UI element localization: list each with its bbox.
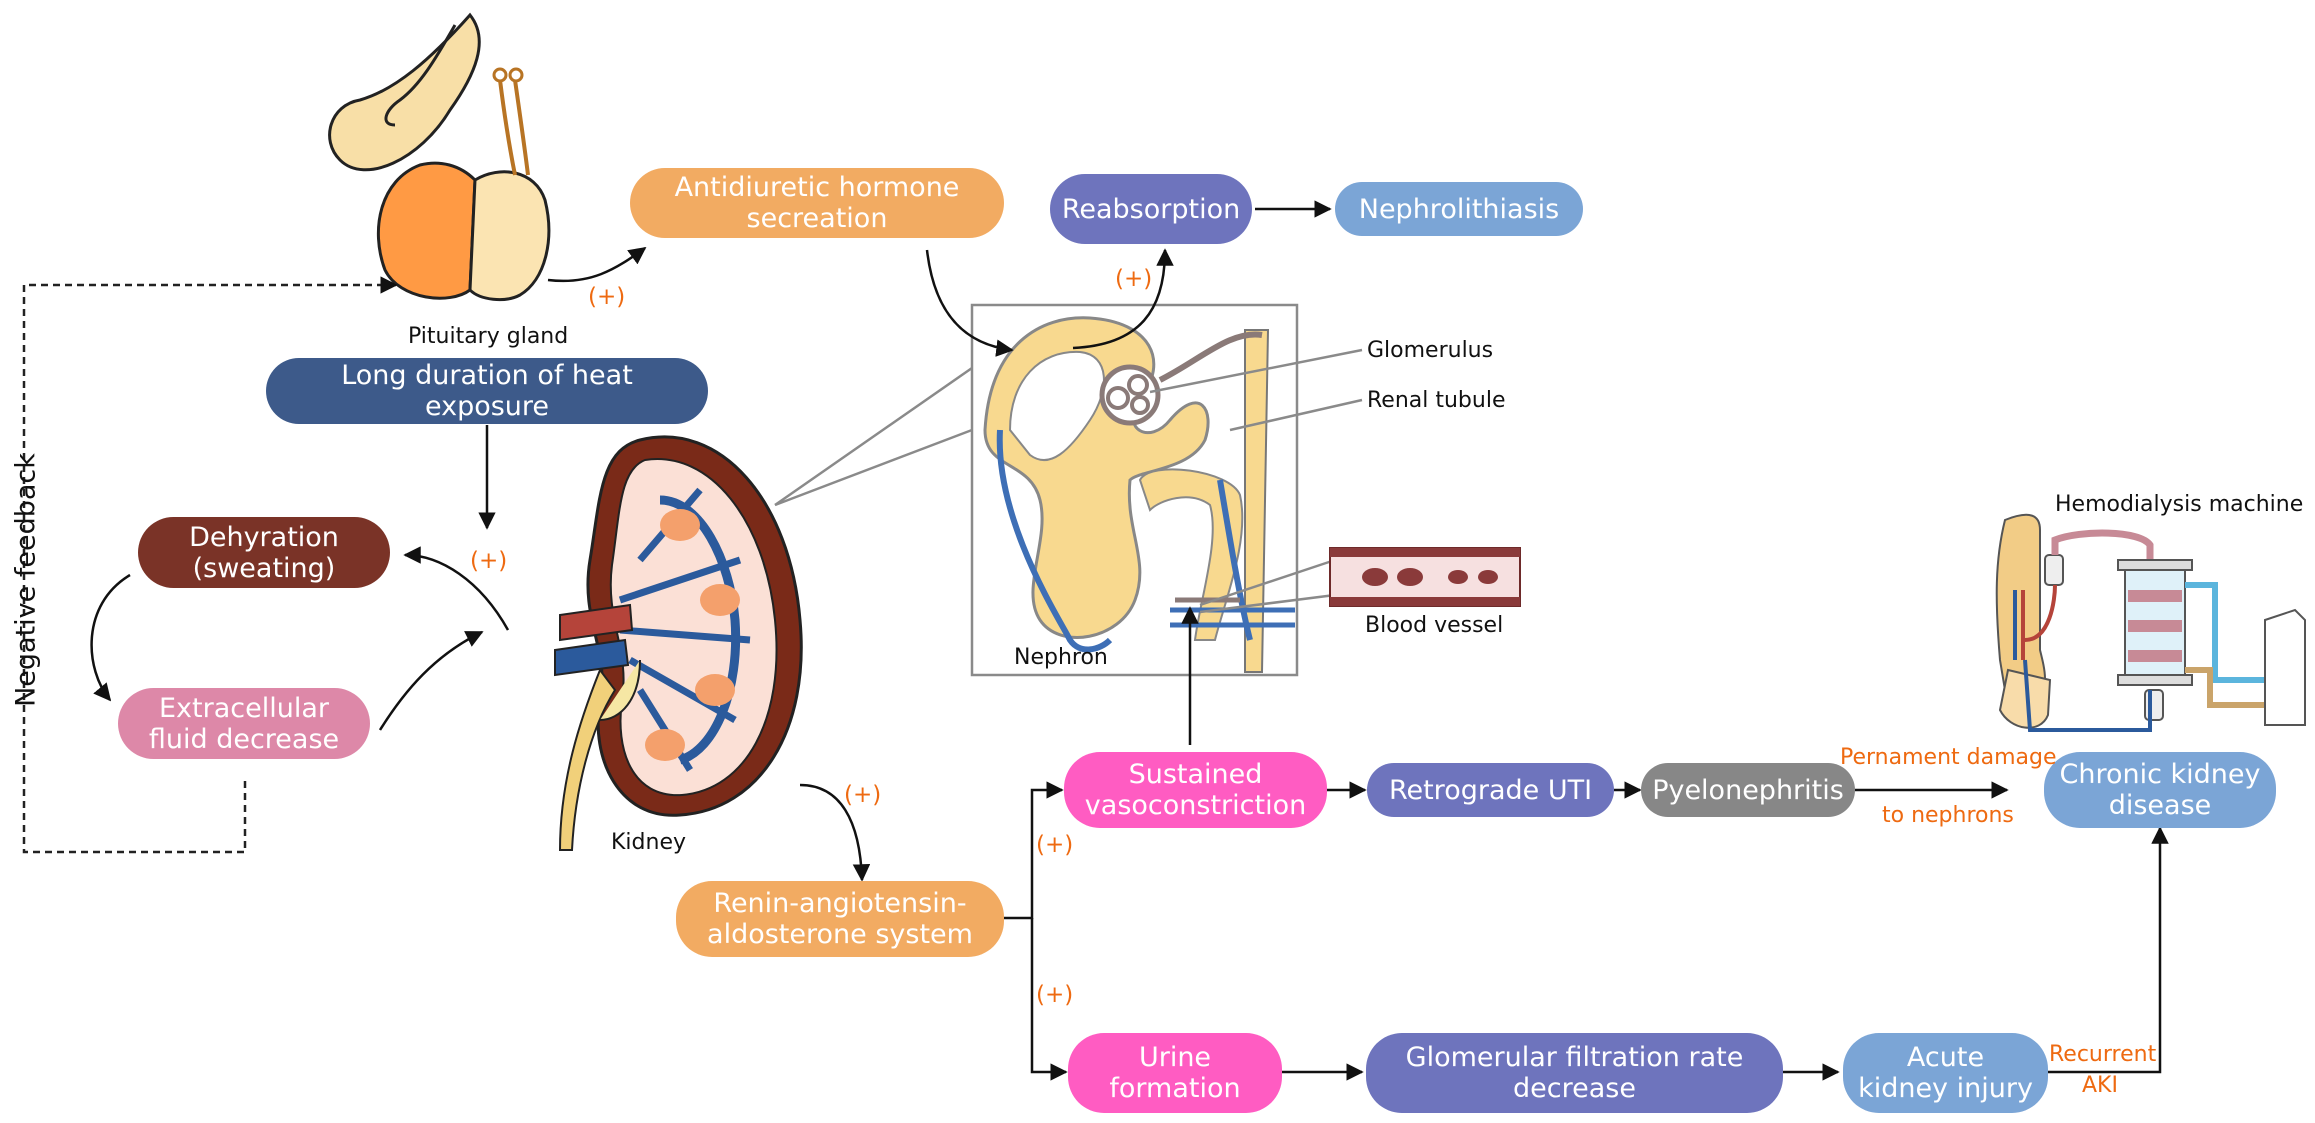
arrow <box>1072 248 1174 350</box>
node-extracellular-fluid: Extracellular fluid decrease <box>118 688 370 759</box>
node-heat-exposure: Long duration of heat exposure <box>266 358 708 424</box>
nephron-illustration <box>970 303 1299 677</box>
plus-marker: (+) <box>1036 982 1074 1008</box>
leader-line <box>1199 593 1336 614</box>
node-reabsorption: Reabsorption <box>1050 174 1252 244</box>
zoom-line <box>774 428 973 507</box>
arrow <box>1030 918 1068 1081</box>
node-retrograde-uti: Retrograde UTI <box>1367 763 1614 817</box>
plus-marker: (+) <box>588 284 626 310</box>
node-pyelonephritis: Pyelonephritis <box>1641 763 1855 817</box>
label-blood-vessel: Blood vessel <box>1365 613 1504 638</box>
node-adh-secretion: Antidiuretic hormone secreation <box>630 168 1004 238</box>
arrow <box>1004 781 1064 920</box>
node-urine-formation: Urine formation <box>1068 1033 1282 1113</box>
node-acute-kidney-injury: Acute kidney injury <box>1843 1033 2048 1113</box>
node-chronic-kidney-disease: Chronic kidney disease <box>2044 752 2276 828</box>
annotation-permanent-damage: Pernament damage <box>1840 745 2057 770</box>
label-negative-feedback: Negative feedback <box>10 453 42 707</box>
arrow <box>925 249 1014 357</box>
blood-vessel-illustration <box>1329 547 1521 607</box>
label-pituitary-gland: Pituitary gland <box>408 324 569 349</box>
plus-marker: (+) <box>1115 266 1153 292</box>
leader-line <box>1229 398 1363 432</box>
label-hemodialysis-machine: Hemodialysis machine <box>2055 492 2304 517</box>
node-raas: Renin-angiotensin- aldosterone system <box>676 881 1004 957</box>
kidney-illustration <box>554 435 803 851</box>
label-kidney: Kidney <box>611 830 687 855</box>
zoom-line <box>774 366 973 507</box>
pituitary-gland-illustration <box>328 12 551 302</box>
annotation-recurrent: Recurrent <box>2049 1042 2157 1067</box>
annotation-to-nephrons: to nephrons <box>1882 803 2014 828</box>
label-nephron: Nephron <box>1014 645 1108 670</box>
annotation-aki: AKI <box>2082 1073 2118 1098</box>
leader-line <box>1149 348 1363 394</box>
arrow <box>2048 826 2169 1074</box>
plus-marker: (+) <box>844 782 882 808</box>
node-gfr-decrease: Glomerular filtration rate decrease <box>1366 1033 1783 1113</box>
arrow <box>403 546 510 631</box>
hemodialysis-illustration <box>1995 513 2306 732</box>
plus-marker: (+) <box>1036 832 1074 858</box>
arrow <box>378 630 484 731</box>
leader-line <box>1199 558 1336 607</box>
node-dehydration: Dehyration (sweating) <box>138 517 390 588</box>
node-nephrolithiasis: Nephrolithiasis <box>1335 182 1583 236</box>
node-vasoconstriction: Sustained vasoconstriction <box>1064 752 1327 828</box>
plus-marker: (+) <box>470 548 508 574</box>
negative-feedback-loop <box>22 276 398 854</box>
label-renal-tubule: Renal tubule <box>1367 388 1506 413</box>
arrow <box>799 783 871 882</box>
arrow <box>90 573 131 702</box>
arrow <box>547 246 647 283</box>
label-glomerulus: Glomerulus <box>1367 338 1494 363</box>
